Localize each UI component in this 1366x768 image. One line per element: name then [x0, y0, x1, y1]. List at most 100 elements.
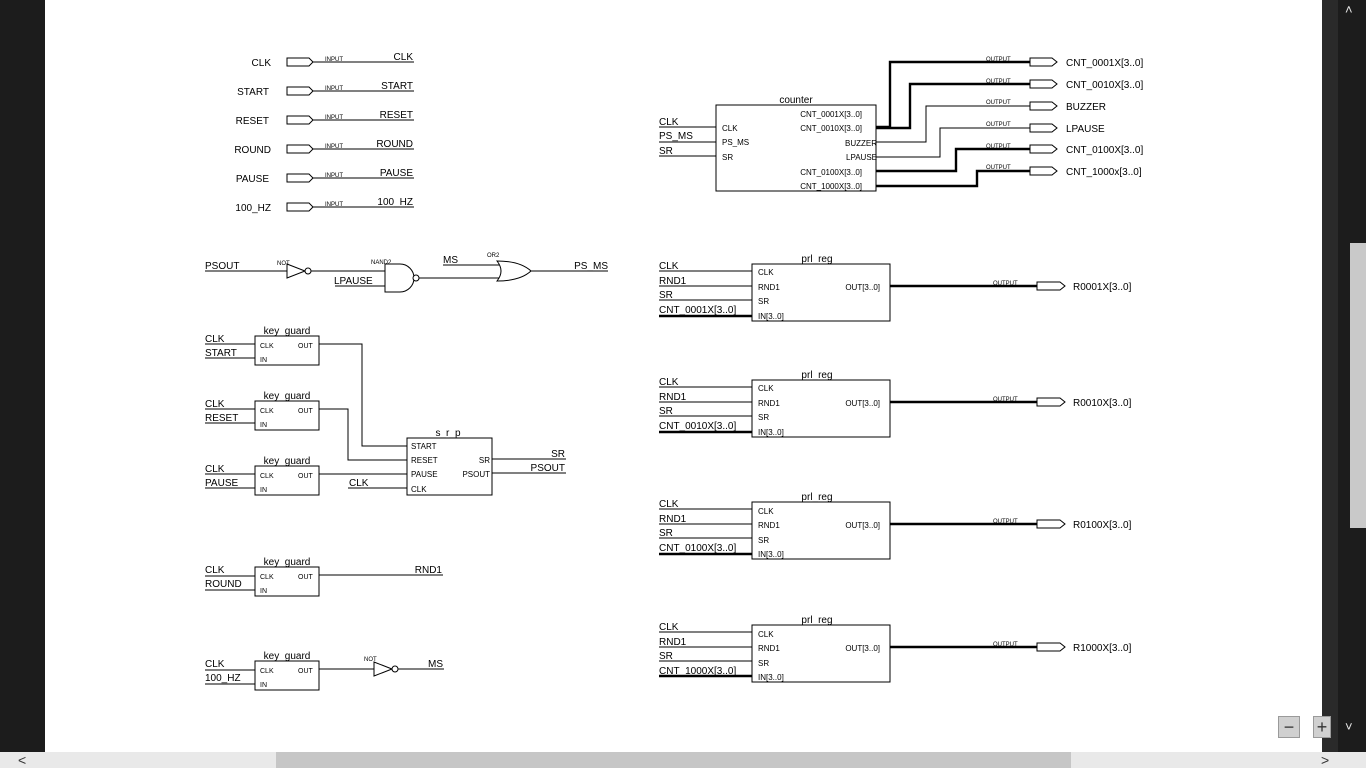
pin-label: CLK: [722, 124, 738, 133]
left-gutter: [0, 0, 45, 752]
pin-type-label: OUTPUT: [993, 642, 1018, 648]
pin-label: IN: [260, 357, 267, 364]
input-pin-name: START: [237, 87, 269, 98]
net-label: PS_MS: [659, 131, 693, 142]
scroll-right-icon[interactable]: >: [1321, 752, 1330, 768]
input-pin-name: ROUND: [234, 145, 271, 156]
block-title: key_guard: [264, 651, 311, 662]
net-label: RESET: [380, 110, 413, 121]
net-label: CLK: [659, 377, 679, 388]
net-label: CLK: [205, 659, 225, 670]
net-label: PSOUT: [205, 261, 239, 272]
pin-label: CLK: [260, 668, 274, 675]
schematic-diagram[interactable]: CLK START RESET ROUND PAUSE 100_HZ INPUT…: [45, 0, 1322, 752]
pin-label: PSOUT: [462, 470, 490, 479]
counter-single-wires: [876, 105, 1030, 158]
pin-label: RND1: [758, 399, 780, 408]
pin-type-label: OUTPUT: [986, 144, 1011, 150]
pin-label: PS_MS: [722, 138, 749, 147]
net-label: RESET: [205, 413, 238, 424]
pin-type-label: INPUT: [325, 144, 343, 150]
pin-label: OUT: [298, 668, 314, 675]
prl-reg-1-labels: prl_reg CLK RND1 SR CNT_0001X[3..0] CLK …: [659, 254, 1132, 321]
gate-type-label: OR2: [487, 253, 500, 259]
zoom-out-button[interactable]: −: [1278, 716, 1300, 738]
net-label: CLK: [659, 117, 679, 128]
pin-label: SR: [722, 153, 733, 162]
output-pin-name: LPAUSE: [1066, 124, 1105, 135]
pin-type-label: OUTPUT: [993, 281, 1018, 287]
net-label: PAUSE: [205, 478, 238, 489]
prl-reg-4-labels: prl_reg CLK RND1 SR CNT_1000X[3..0] CLK …: [659, 615, 1132, 682]
pin-type-label: INPUT: [325, 115, 343, 121]
pin-label: SR: [758, 659, 769, 668]
input-pin-labels: CLK START RESET ROUND PAUSE 100_HZ: [234, 58, 271, 214]
block-title: s_r_p: [435, 428, 460, 439]
net-label: CNT_0001X[3..0]: [659, 305, 736, 316]
canvas-edge: [1322, 0, 1338, 752]
pin-label: IN[3..0]: [758, 550, 784, 559]
gate-type-label: NOT: [364, 657, 377, 663]
pin-label: CLK: [758, 630, 774, 639]
net-label: ROUND: [205, 579, 242, 590]
prl-input-wires: [659, 270, 752, 662]
pin-type-label: OUTPUT: [986, 122, 1011, 128]
pin-label: IN: [260, 422, 267, 429]
pin-label: CLK: [758, 507, 774, 516]
block-shapes: [254, 104, 891, 691]
net-label: LPAUSE: [334, 276, 373, 287]
pin-label: IN: [260, 682, 267, 689]
wires: [205, 61, 716, 685]
pin-label: RESET: [411, 456, 438, 465]
net-label: CNT_1000X[3..0]: [659, 666, 736, 677]
net-label: PSOUT: [531, 463, 565, 474]
pin-label: CLK: [758, 268, 774, 277]
pin-type-label: OUTPUT: [986, 100, 1011, 106]
pin-label: START: [411, 442, 437, 451]
horizontal-scrollbar[interactable]: < >: [0, 752, 1366, 768]
scroll-left-icon[interactable]: <: [18, 752, 27, 768]
output-pin-name: R0100X[3..0]: [1073, 520, 1132, 531]
pin-label: OUT: [298, 343, 314, 350]
net-label: MS: [428, 659, 443, 670]
counter-output-types: OUTPUT OUTPUT OUTPUT OUTPUT OUTPUT OUTPU…: [986, 57, 1011, 171]
pin-label: PAUSE: [411, 470, 438, 479]
block-title: prl_reg: [801, 370, 832, 381]
scroll-up-icon[interactable]: ˄: [1345, 2, 1353, 17]
net-label: START: [205, 348, 237, 359]
srp-labels: s_r_p START RESET PAUSE CLK SR PSOUT CLK…: [349, 428, 565, 494]
pin-label: IN: [260, 487, 267, 494]
horizontal-scroll-thumb[interactable]: [276, 752, 1071, 768]
block-title: key_guard: [264, 326, 311, 337]
counter-output-names: CNT_0001X[3..0] CNT_0010X[3..0] BUZZER L…: [1066, 58, 1143, 178]
net-label: START: [381, 81, 413, 92]
counter-buses: [659, 60, 1037, 678]
net-label: 100_HZ: [205, 673, 241, 684]
net-label: CLK: [349, 478, 369, 489]
pin-label: IN[3..0]: [758, 428, 784, 437]
input-pin-types: INPUT INPUT INPUT INPUT INPUT INPUT: [325, 57, 343, 208]
net-label: PS_MS: [574, 261, 608, 272]
pin-label: OUT[3..0]: [845, 644, 880, 653]
pin-label: CLK: [260, 473, 274, 480]
net-label: CLK: [659, 499, 679, 510]
input-pin-name: CLK: [252, 58, 272, 69]
vertical-scroll-thumb[interactable]: [1350, 243, 1366, 528]
pin-label: CNT_0100X[3..0]: [800, 168, 862, 177]
input-pin-shapes: [286, 57, 314, 212]
zoom-in-button[interactable]: +: [1313, 716, 1331, 738]
pin-label: OUT[3..0]: [845, 399, 880, 408]
pin-label: RND1: [758, 283, 780, 292]
vertical-scrollbar[interactable]: ˄ ˅: [1338, 0, 1366, 752]
pin-label: OUT: [298, 408, 314, 415]
output-pin-name: CNT_0100X[3..0]: [1066, 145, 1143, 156]
pin-label: CLK: [260, 343, 274, 350]
schematic-canvas[interactable]: CLK START RESET ROUND PAUSE 100_HZ INPUT…: [45, 0, 1322, 752]
scroll-down-icon[interactable]: ˅: [1345, 719, 1353, 734]
output-pin-name: CNT_0001X[3..0]: [1066, 58, 1143, 69]
net-label: PAUSE: [380, 168, 413, 179]
block-title: counter: [779, 95, 813, 106]
output-pin-name: R0010X[3..0]: [1073, 398, 1132, 409]
pin-label: LPAUSE: [846, 153, 877, 162]
gate-type-label: NOT: [277, 261, 290, 267]
